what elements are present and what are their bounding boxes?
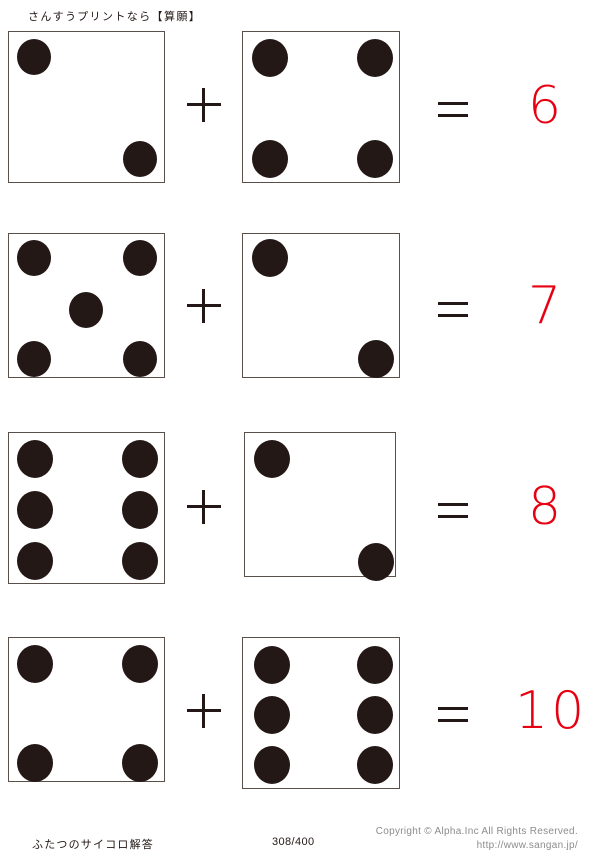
equals-operator-row-3 — [438, 503, 468, 519]
pip — [357, 696, 393, 734]
pip — [252, 140, 288, 178]
pip — [254, 440, 290, 478]
pip — [17, 240, 51, 276]
pip — [17, 645, 53, 683]
footer-copyright: Copyright © Alpha.Inc All Rights Reserve… — [375, 826, 578, 837]
pip — [123, 141, 157, 177]
equals-operator-row-1 — [438, 102, 468, 118]
plus-operator-row-2 — [187, 289, 221, 323]
pip — [252, 39, 288, 77]
pip — [17, 744, 53, 782]
footer-url[interactable]: http://www.sangan.jp/ — [476, 840, 578, 851]
pip — [69, 292, 103, 328]
pip — [123, 240, 157, 276]
die-right-row-4 — [242, 637, 400, 789]
pip — [252, 239, 288, 277]
pip — [17, 341, 51, 377]
die-left-row-2 — [8, 233, 165, 378]
plus-vertical-bar — [202, 694, 206, 728]
die-right-row-1 — [242, 31, 400, 183]
pip — [357, 646, 393, 684]
die-left-row-4 — [8, 637, 165, 782]
pip — [358, 340, 394, 378]
plus-operator-row-1 — [187, 88, 221, 122]
answer-row-1: 6 — [528, 76, 565, 136]
die-left-row-1 — [8, 31, 165, 183]
plus-vertical-bar — [202, 88, 206, 122]
answer-row-2: 7 — [528, 276, 565, 336]
answer-row-4: 10 — [515, 681, 588, 741]
pip — [17, 491, 53, 529]
pip — [122, 491, 158, 529]
equals-top-bar — [438, 102, 468, 106]
equals-top-bar — [438, 503, 468, 507]
pip — [122, 744, 158, 782]
die-right-row-2 — [242, 233, 400, 378]
pip — [254, 696, 290, 734]
equals-bottom-bar — [438, 515, 468, 519]
pip — [17, 39, 51, 75]
footer-worksheet-title: ふたつのサイコロ解答 — [32, 839, 154, 851]
equals-operator-row-2 — [438, 302, 468, 318]
answer-row-3: 8 — [528, 477, 565, 537]
pip — [122, 645, 158, 683]
plus-vertical-bar — [202, 289, 206, 323]
plus-operator-row-4 — [187, 694, 221, 728]
pip — [357, 39, 393, 77]
pip — [357, 746, 393, 784]
pip — [122, 440, 158, 478]
pip — [17, 440, 53, 478]
pip — [254, 746, 290, 784]
footer-page-number: 308/400 — [272, 836, 315, 848]
plus-operator-row-3 — [187, 490, 221, 524]
equals-top-bar — [438, 302, 468, 306]
equals-top-bar — [438, 707, 468, 711]
pip — [17, 542, 53, 580]
plus-vertical-bar — [202, 490, 206, 524]
page-title: さんすうプリントなら【算願】 — [28, 11, 202, 23]
pip — [123, 341, 157, 377]
equals-operator-row-4 — [438, 707, 468, 723]
pip — [357, 140, 393, 178]
pip — [122, 542, 158, 580]
pip — [254, 646, 290, 684]
pip — [358, 543, 394, 581]
die-left-row-3 — [8, 432, 165, 584]
equals-bottom-bar — [438, 114, 468, 118]
equals-bottom-bar — [438, 719, 468, 723]
die-right-row-3 — [244, 432, 396, 581]
equals-bottom-bar — [438, 314, 468, 318]
